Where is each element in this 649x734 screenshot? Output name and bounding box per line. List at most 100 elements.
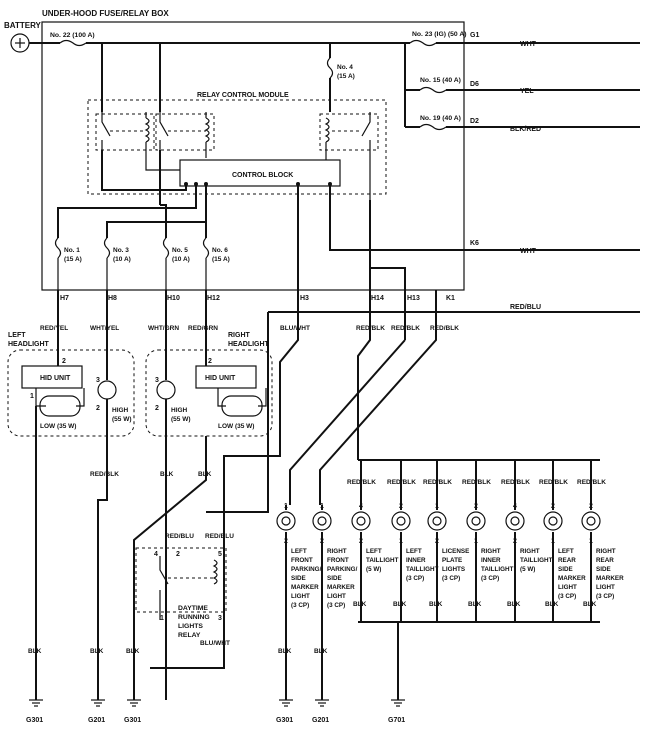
right-hid-unit bbox=[195, 365, 257, 389]
lamp-pin-bottom: 2 bbox=[320, 538, 324, 545]
control-block bbox=[179, 159, 341, 187]
terminal-h3: H3 bbox=[300, 295, 309, 302]
lamp-label-line: SIDE bbox=[558, 566, 573, 573]
lamp-label-line: SIDE bbox=[596, 566, 611, 573]
ground-g201-4: G201 bbox=[312, 699, 329, 724]
fuse-22 bbox=[59, 39, 87, 47]
lamp-ground-wire-color: BLK bbox=[314, 648, 328, 655]
lamp-ground-wire-color: BLK bbox=[353, 601, 367, 608]
fuse-1 bbox=[54, 237, 62, 290]
wire-blk-b: BLK bbox=[198, 471, 212, 478]
lamp-wire-color: RED/BLK bbox=[423, 479, 452, 486]
lamp-label-line: LIGHT bbox=[596, 584, 615, 591]
lamp-ground-wire-color: BLK bbox=[429, 601, 443, 608]
lamp-label-line: TAILLIGHT bbox=[481, 566, 514, 573]
lamp-label-line: LEFT bbox=[406, 548, 422, 555]
fuse-15-label: No. 15 (40 A) bbox=[420, 77, 461, 84]
lamp-label-line: TAILLIGHT bbox=[366, 557, 399, 564]
lamp-bulb-icon bbox=[466, 511, 486, 531]
fuse-6-label-2: (15 A) bbox=[212, 256, 230, 263]
wire-h13-color: RED/BLK bbox=[391, 325, 420, 332]
left-hid-pin: 2 bbox=[62, 358, 66, 365]
ground-label: G301 bbox=[276, 717, 293, 724]
lamp-wire-color: RED/BLK bbox=[539, 479, 568, 486]
relay-1 bbox=[95, 112, 155, 151]
wire-left-high-color: RED/BLK bbox=[90, 471, 119, 478]
fuse-5-label-2: (10 A) bbox=[172, 256, 190, 263]
drl-label-3: LIGHTS bbox=[178, 623, 203, 630]
lamp-wire-color: RED/BLK bbox=[501, 479, 530, 486]
lamp-label-line: LEFT bbox=[291, 548, 307, 555]
relay-2 bbox=[155, 112, 215, 151]
lamp-label-line: MARKER bbox=[291, 584, 319, 591]
lamp-label-line: LEFT bbox=[558, 548, 574, 555]
drl-relay-outline bbox=[135, 547, 227, 613]
fuse-5 bbox=[162, 237, 170, 290]
lamp-ground-wire-color: BLK bbox=[507, 601, 521, 608]
lamp-bulb-icon bbox=[391, 511, 411, 531]
ground-label: G201 bbox=[312, 717, 329, 724]
lamp-pin-bottom: 2 bbox=[284, 538, 288, 545]
wire-k1-color: RED/BLK bbox=[430, 325, 459, 332]
lamp-label-line: LIGHT bbox=[558, 584, 577, 591]
lamp-label-line: LIGHTS bbox=[442, 566, 465, 573]
lamp-label-line: (3 CP) bbox=[481, 575, 499, 582]
right-high-pin-top: 3 bbox=[155, 377, 159, 384]
terminal-h10: H10 bbox=[167, 295, 180, 302]
wire-h3-color: BLU/WHT bbox=[280, 325, 310, 332]
drl-pin-1: 1 bbox=[160, 615, 164, 622]
fuse-5-label-1: No. 5 bbox=[172, 247, 188, 254]
terminal-k1: K1 bbox=[446, 295, 455, 302]
lamp-pin-top: 2 bbox=[399, 503, 403, 510]
relay-module-label: RELAY CONTROL MODULE bbox=[197, 92, 289, 99]
lamp-pin-top: 2 bbox=[589, 503, 593, 510]
terminal-h14: H14 bbox=[371, 295, 384, 302]
terminal-d6: D6 bbox=[470, 81, 479, 88]
lamp-wire-color: RED/BLK bbox=[347, 479, 376, 486]
left-low-pin: 1 bbox=[30, 393, 34, 400]
lamp-pin-bottom: 2 bbox=[435, 538, 439, 545]
lamp-pin-top: 4 bbox=[359, 503, 363, 510]
drl-label-2: RUNNING bbox=[178, 614, 210, 621]
lamp-label-line: (3 CP) bbox=[406, 575, 424, 582]
right-high-label-2: (55 W) bbox=[171, 416, 191, 423]
left-high-label-2: (55 W) bbox=[112, 416, 132, 423]
control-block-label: CONTROL BLOCK bbox=[232, 172, 293, 179]
drl-pin-5: 5 bbox=[218, 551, 222, 558]
right-low-bulb-icon bbox=[221, 395, 263, 417]
terminal-d2: D2 bbox=[470, 118, 479, 125]
right-hid-pin: 2 bbox=[208, 358, 212, 365]
lamp-label-line: LEFT bbox=[366, 548, 382, 555]
lamp-label-line: MARKER bbox=[558, 575, 586, 582]
fuse-6-label-1: No. 6 bbox=[212, 247, 228, 254]
lamp-label-line: (3 CP) bbox=[558, 593, 576, 600]
wire-redblu-color: RED/BLU bbox=[510, 304, 541, 311]
lamp-label-line: RIGHT bbox=[520, 548, 540, 555]
lamp-label-line: LICENSE bbox=[442, 548, 469, 555]
lamp-bulb-icon bbox=[543, 511, 563, 531]
right-low-label: LOW (35 W) bbox=[218, 423, 254, 430]
wire-h14-color: RED/BLK bbox=[356, 325, 385, 332]
ground-g701-5: G701 bbox=[388, 699, 405, 724]
lamp-pin-top: 2 bbox=[474, 503, 478, 510]
wire-h12-color: RED/GRN bbox=[188, 325, 218, 332]
ground-wire-color: BLK bbox=[126, 648, 140, 655]
left-headlight-title-1: LEFT bbox=[8, 332, 26, 339]
lamp-label-line: REAR bbox=[596, 557, 614, 564]
terminal-k6: K6 bbox=[470, 240, 479, 247]
lamp-pin-bottom: 2 bbox=[359, 538, 363, 545]
lamp-label-line: SIDE bbox=[327, 575, 342, 582]
fuse-23 bbox=[409, 39, 437, 47]
lamp-label-line: (3 CP) bbox=[291, 602, 309, 609]
lamp-ground-wire-color: BLK bbox=[545, 601, 559, 608]
